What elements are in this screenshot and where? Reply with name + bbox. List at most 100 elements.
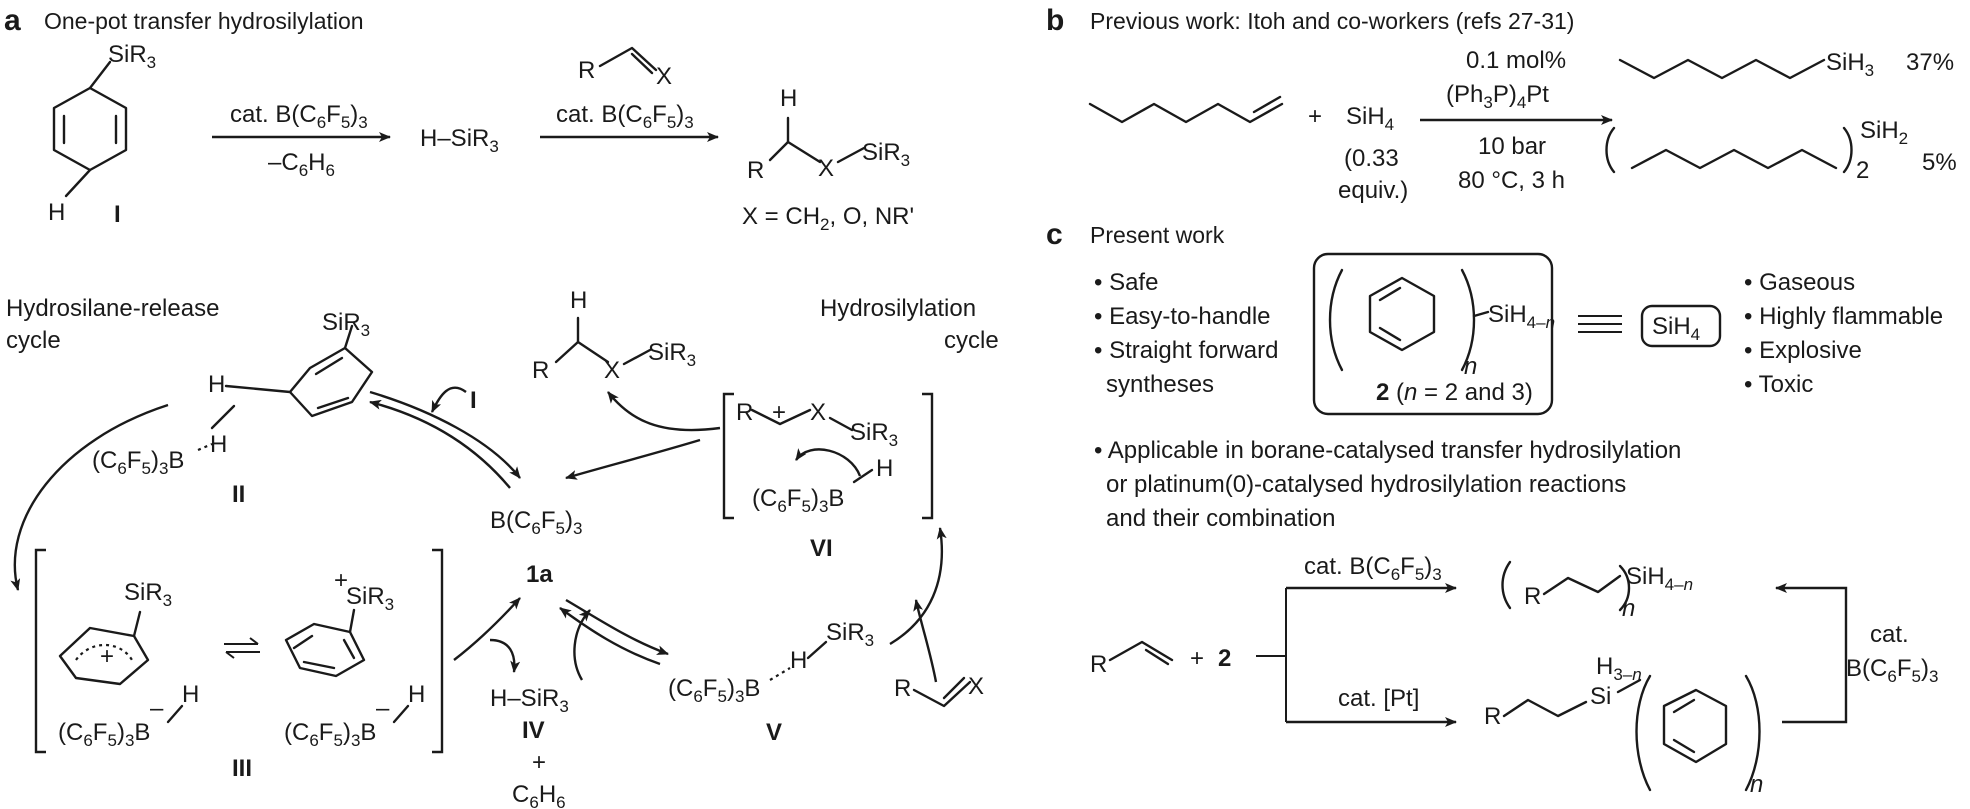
- svg-text:–: –: [150, 695, 164, 722]
- svg-text:2: 2: [1856, 157, 1869, 184]
- svg-text:SiR3: SiR3: [124, 579, 172, 610]
- product-hexylsilane: SiH3 37%: [1618, 49, 1954, 80]
- con-gaseous: • Gaseous: [1744, 269, 1855, 296]
- silane-reagent: SiH4: [1346, 103, 1394, 134]
- svg-text:SiH4: SiH4: [1652, 313, 1700, 344]
- svg-text:H: H: [790, 647, 807, 674]
- reagent-2-label: 2 (n = 2 and 3): [1376, 379, 1533, 406]
- condition-temp-time: 80 °C, 3 h: [1458, 167, 1565, 194]
- panel-a-letter: a: [4, 4, 21, 37]
- silane-equiv-1: (0.33: [1344, 145, 1399, 172]
- left-cycle-label-1: Hydrosilane-release: [6, 295, 219, 322]
- arrow-release-IV: [489, 638, 521, 673]
- right-cycle-label-1: Hydrosilylation: [820, 295, 976, 322]
- species-III-structure: + SiR3 (C6F5)3B – H III + SiR3 (C6F5)3B …: [34, 548, 444, 782]
- svg-text:SiH2: SiH2: [1860, 117, 1908, 148]
- arrow-pt-to-borane: [1775, 583, 1848, 724]
- svg-text:Si: Si: [1590, 683, 1611, 710]
- applicability-3: and their combination: [1106, 505, 1335, 532]
- arrow-catalyst-to-V: [565, 598, 669, 656]
- yield-dihexylsilane: 5%: [1922, 149, 1957, 176]
- reagent-2-box: n SiH4–n 2 (n = 2 and 3): [1312, 252, 1555, 416]
- product-borane-route: R n SiH4–n: [1501, 560, 1693, 622]
- applicability-2: or platinum(0)-catalysed hydrosilylation…: [1106, 471, 1626, 498]
- plus-IV: +: [532, 749, 546, 776]
- svg-text:R: R: [894, 675, 911, 702]
- pro-safe: • Safe: [1094, 269, 1158, 296]
- svg-text:X: X: [968, 673, 984, 700]
- svg-text:SiH4–n: SiH4–n: [1488, 301, 1555, 332]
- cycle-product-structure: H R X SiR3: [532, 287, 696, 384]
- reagent-2-number: 2: [1218, 645, 1231, 672]
- panel-c-title: Present work: [1090, 222, 1225, 248]
- svg-text:R: R: [1524, 583, 1541, 610]
- arrow-VI-to-catalyst: [565, 438, 701, 480]
- applicability-1: • Applicable in borane-catalysed transfe…: [1094, 437, 1681, 464]
- right-cycle-label-2: cycle: [944, 327, 999, 354]
- condition-catalyst: (Ph3P)4Pt: [1446, 81, 1549, 112]
- svg-text:SiR3: SiR3: [346, 583, 394, 614]
- plus-c: +: [1190, 645, 1204, 672]
- step1-catalyst: cat. B(C6F5)3: [230, 101, 368, 132]
- arrow-V-to-VI: [889, 527, 947, 646]
- hydrosilane: H–SiR3: [420, 125, 499, 156]
- panel-a-title: One-pot transfer hydrosilylation: [44, 8, 364, 34]
- svg-text:H: H: [182, 681, 199, 708]
- compound-I-label: I: [114, 201, 121, 228]
- svg-text:(C6F5)3B: (C6F5)3B: [668, 675, 760, 706]
- silane-equiv-2: equiv.): [1338, 177, 1408, 204]
- svg-text:H: H: [48, 199, 65, 226]
- condition-loading: 0.1 mol%: [1466, 47, 1566, 74]
- species-VI-label: VI: [810, 535, 833, 562]
- svg-text:–: –: [376, 695, 390, 722]
- svg-text:H: H: [408, 681, 425, 708]
- svg-text:+: +: [100, 643, 114, 670]
- svg-text:SiR3: SiR3: [648, 339, 696, 370]
- species-II-structure: SiR3 H H (C6F5)3B II: [92, 309, 374, 508]
- svg-text:+: +: [772, 399, 786, 426]
- svg-text:R: R: [1090, 651, 1107, 678]
- svg-text:X: X: [604, 357, 620, 384]
- con-flammable: • Highly flammable: [1744, 303, 1943, 330]
- arrow-VI-to-product: [607, 391, 721, 432]
- yield-hexylsilane: 37%: [1906, 49, 1954, 76]
- svg-text:(C6F5)3B: (C6F5)3B: [284, 719, 376, 750]
- species-IV-formula: H–SiR3: [490, 685, 569, 716]
- svg-text:R: R: [1484, 703, 1501, 730]
- svg-text:(C6F5)3B: (C6F5)3B: [92, 447, 184, 478]
- svg-text:H3–n: H3–n: [1596, 653, 1642, 684]
- svg-text:H: H: [780, 85, 797, 112]
- arrow-II-to-catalyst: [369, 390, 521, 479]
- svg-text:SiR3: SiR3: [862, 139, 910, 170]
- species-III-label: III: [232, 755, 252, 782]
- plus-b: +: [1308, 103, 1322, 130]
- svg-text:n: n: [1622, 595, 1635, 622]
- svg-text:R: R: [578, 57, 595, 84]
- silane-box: SiH4: [1640, 304, 1722, 348]
- svg-text:SiR3: SiR3: [850, 419, 898, 450]
- svg-text:SiH4–n: SiH4–n: [1626, 563, 1693, 594]
- svg-text:R: R: [736, 399, 753, 426]
- arrow-IV-enters: [573, 609, 591, 681]
- product-structure-a: H R X SiR3: [747, 85, 910, 184]
- svg-text:H: H: [210, 431, 227, 458]
- step2-catalyst: cat. B(C6F5)3: [556, 101, 694, 132]
- panel-b-letter: b: [1046, 4, 1064, 37]
- svg-text:X: X: [656, 63, 672, 90]
- catalyst-formula: B(C6F5)3: [490, 507, 582, 538]
- pro-straightforward: • Straight forward: [1094, 337, 1278, 364]
- side-conditions-1: cat.: [1870, 621, 1909, 648]
- arrow-I-enters: [430, 386, 467, 413]
- lower-conditions: cat. [Pt]: [1338, 685, 1419, 712]
- species-V-label: V: [766, 719, 782, 746]
- svg-text:SiR3: SiR3: [322, 309, 370, 340]
- hexene-structure: [1088, 102, 1284, 124]
- left-cycle-label-2: cycle: [6, 327, 61, 354]
- upper-conditions: cat. B(C6F5)3: [1304, 553, 1442, 584]
- species-II-label: II: [232, 481, 245, 508]
- svg-text:SiR3: SiR3: [108, 41, 156, 72]
- arrow-III-to-catalyst: [453, 597, 521, 661]
- alkene-substrate-top: R X: [578, 46, 672, 90]
- svg-text:SiR3: SiR3: [826, 619, 874, 650]
